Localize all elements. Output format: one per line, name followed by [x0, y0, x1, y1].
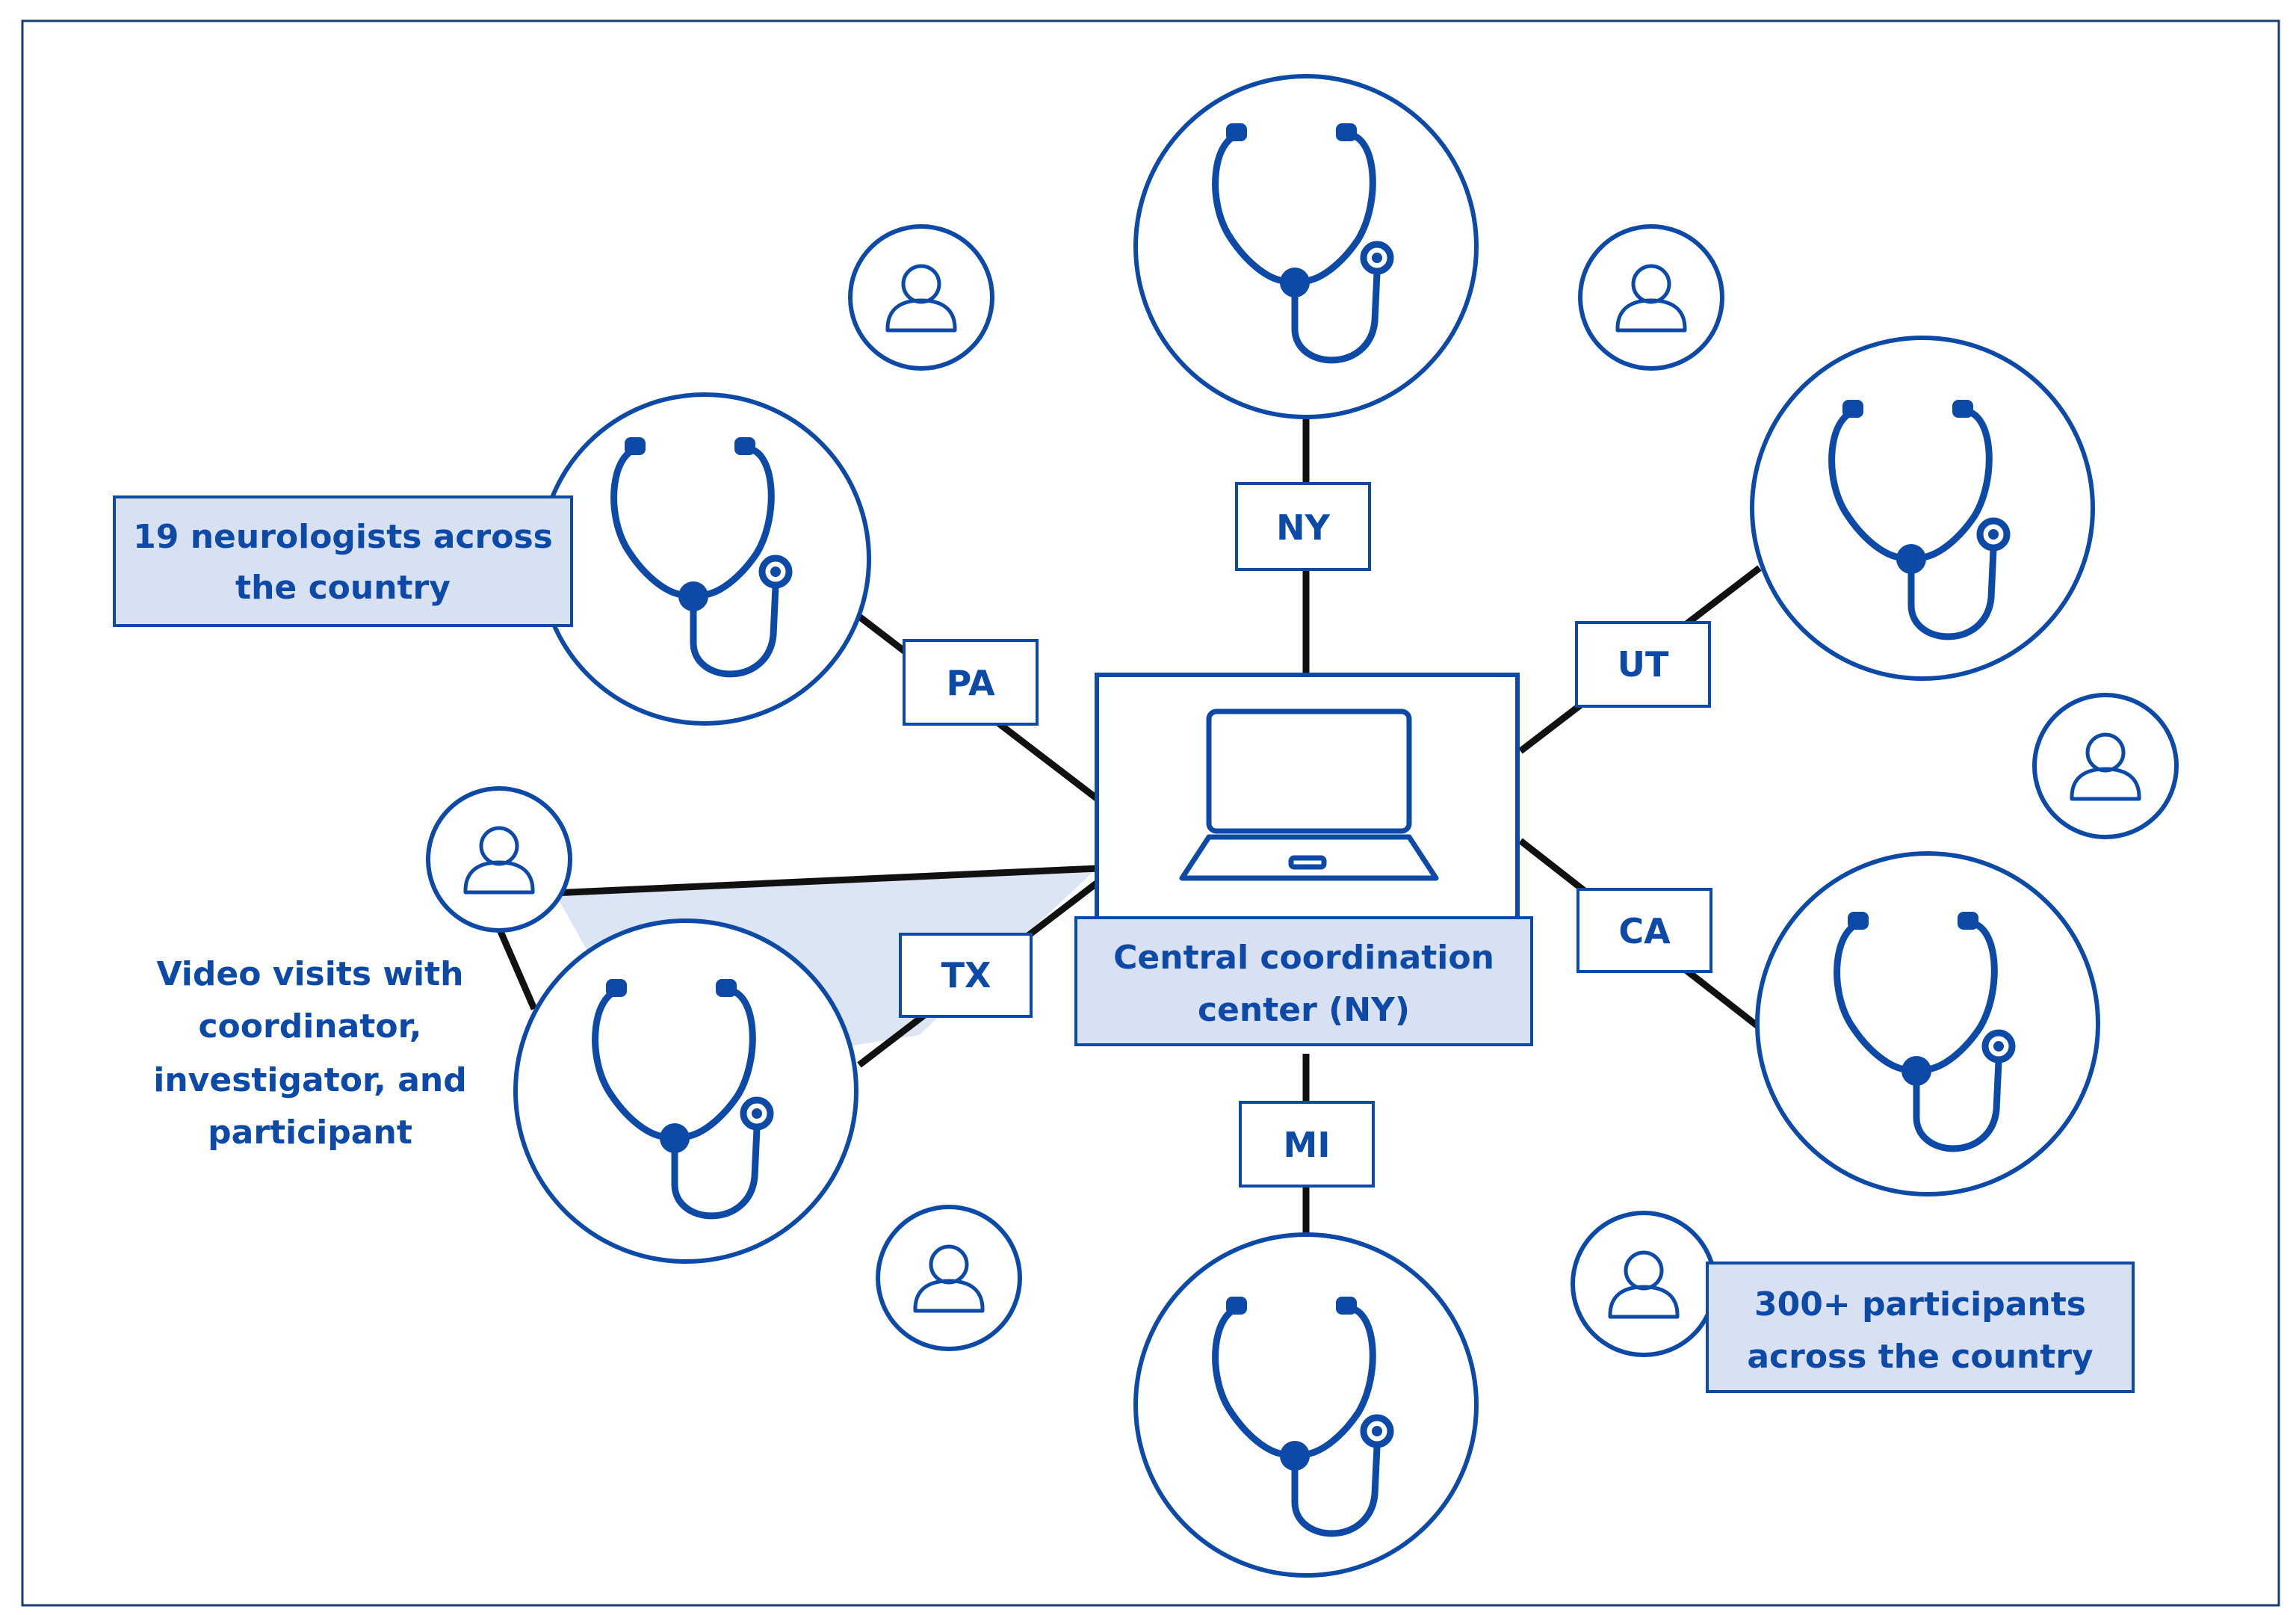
participant-circle: [1571, 1211, 1717, 1357]
state-text-ut: UT: [1618, 644, 1669, 685]
center-label: Central coordination center (NY): [1074, 916, 1533, 1046]
state-label-ny: NY: [1235, 482, 1371, 571]
participant-circle: [848, 224, 994, 371]
doctor-node-tx: [513, 918, 858, 1264]
participant-node-2: [1578, 224, 1724, 371]
state-label-mi: MI: [1239, 1101, 1375, 1188]
participant-circle: [426, 786, 572, 933]
participant-circle: [1578, 224, 1724, 371]
participant-node-1: [848, 224, 994, 371]
center-box: [1095, 673, 1520, 925]
neurologists-callout: 19 neurologists across the country: [113, 495, 573, 627]
video-visits-line4: participant: [208, 1114, 412, 1152]
connector-video-left: [493, 921, 538, 1010]
participant-circle: [2032, 693, 2179, 839]
state-label-tx: TX: [899, 933, 1033, 1018]
video-visits-line3: investigator, and: [153, 1061, 466, 1099]
doctor-node-ny: [1133, 74, 1479, 419]
doctor-node-ca: [1755, 851, 2100, 1196]
participants-callout-line2: across the country: [1747, 1338, 2093, 1376]
participant-node-5: [876, 1205, 1022, 1351]
center-label-box: [1074, 916, 1533, 1046]
participant-node-4: [426, 786, 572, 933]
neurologists-callout-line1: 19 neurologists across: [133, 518, 553, 556]
state-text-pa: PA: [946, 663, 994, 703]
neurologists-callout-line2: the country: [235, 569, 451, 607]
video-visits-line2: coordinator,: [198, 1007, 421, 1046]
state-label-ca: CA: [1576, 888, 1712, 973]
connector-video-top: [552, 865, 1099, 897]
doctor-circle: [538, 392, 871, 726]
state-label-ut: UT: [1575, 621, 1711, 708]
participants-callout-line1: 300+ participants: [1754, 1285, 2086, 1324]
doctor-node-ut: [1750, 336, 2095, 681]
doctor-circle: [1133, 74, 1479, 419]
participant-node-6: [1571, 1211, 1717, 1357]
doctor-node-pa: [538, 392, 871, 726]
participants-callout: 300+ participants across the country: [1706, 1262, 2135, 1393]
participant-node-3: [2032, 693, 2179, 839]
central-coordination-center: [1095, 673, 1520, 925]
state-label-pa: PA: [903, 639, 1039, 726]
state-text-mi: MI: [1284, 1125, 1331, 1165]
state-text-tx: TX: [941, 955, 991, 995]
state-text-ca: CA: [1618, 911, 1671, 951]
laptop-icon: [1179, 708, 1439, 881]
neurologists-callout-box: [113, 495, 573, 627]
video-visits-line1: Video visits with: [157, 955, 464, 993]
participants-callout-box: [1706, 1262, 2135, 1393]
center-label-line1: Central coordination: [1113, 939, 1494, 977]
doctor-node-mi: [1133, 1232, 1479, 1578]
participant-circle: [876, 1205, 1022, 1351]
center-label-line2: center (NY): [1198, 991, 1410, 1029]
video-visits-label: Video visits with coordinator, investiga…: [153, 955, 466, 1152]
state-text-ny: NY: [1276, 507, 1330, 548]
